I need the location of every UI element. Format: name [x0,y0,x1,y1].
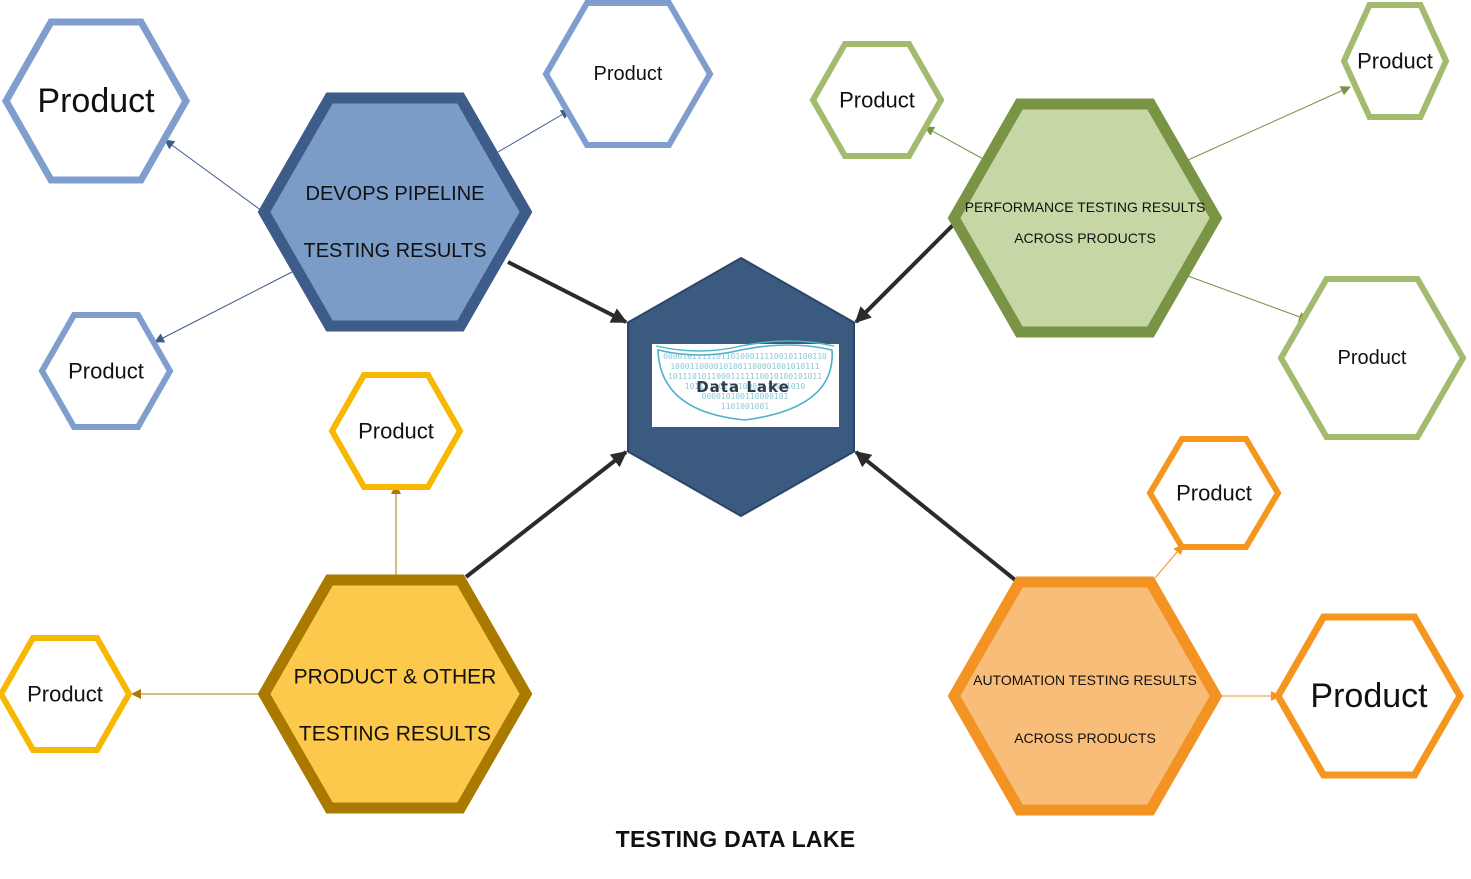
arrow-product-other-to-data-lake [464,450,628,579]
product-hexagon [1277,276,1467,440]
arrow-automation-to-data-lake [854,450,1021,585]
connector-devops-product [164,139,263,212]
hub-label: PERFORMANCE TESTING RESULTS [965,199,1206,215]
hub-hexagon [947,576,1223,816]
connector-devops-product [497,109,571,153]
product-hexagon [0,635,133,753]
logo-background [652,344,839,427]
hub-hexagon [257,92,533,332]
hub-label: DEVOPS PIPELINE [306,183,485,205]
connector-performance-product [924,126,986,161]
product-label: Product [594,63,663,85]
binary-line: 10111010110001111110010100101011 [668,372,822,381]
binary-line: 1011111011010001111001010 [685,382,806,391]
connector-performance-product [1187,275,1309,322]
product-label: Product [839,88,915,113]
hub-label: PRODUCT & OTHER [294,666,497,689]
hub-label: ACROSS PRODUCTS [1014,730,1156,746]
binary-line: 000010100110000101 [702,392,789,401]
hub-label: ACROSS PRODUCTS [1014,230,1156,246]
hub-label: TESTING RESULTS [299,723,491,746]
water-wave [655,340,835,352]
data-lake-logo: 0000101111101101000111100101100110100011… [652,340,839,427]
product-label: Product [1176,481,1252,506]
binary-line: 1000110000101001100001001010111 [670,362,819,371]
product-hexagon [1,18,191,184]
hub-label: AUTOMATION TESTING RESULTS [973,672,1197,688]
products-layer: ProductProductProductProductProductProdu… [0,0,1467,779]
hub-devops: DEVOPS PIPELINE TESTING RESULTS [257,92,533,332]
bowl-outline [657,344,833,421]
product-node: Product [809,41,945,159]
product-label: Product [358,419,434,444]
product-label: Product [27,682,103,707]
product-node: Product [0,635,133,753]
binary-line: 0000101111101101000111100101100110 [663,352,827,361]
product-hexagon [1273,613,1465,779]
product-node: Product [38,312,174,430]
connector-devops-product [154,271,293,343]
binary-line: 1101001001 [721,402,769,411]
product-node: Product [328,372,464,490]
product-hexagon [38,312,174,430]
product-node: Product [542,0,714,148]
product-node: Product [1,18,191,184]
hubs-layer: DEVOPS PIPELINE TESTING RESULTS PERFORMANC… [257,92,1223,816]
product-hexagon [809,41,945,159]
data-lake-title: Data Lake [696,378,790,396]
connector-automation-product [1154,544,1184,579]
hub-hexagon [257,574,533,814]
center-node: 0000101111101101000111100101100110100011… [627,256,855,518]
hub-product-other: PRODUCT & OTHER TESTING RESULTS [257,574,533,814]
product-hexagon [1340,2,1450,120]
hub-label: TESTING RESULTS [304,240,487,262]
product-label: Product [37,82,155,120]
hub-automation: AUTOMATION TESTING RESULTS ACROSS PRODUCT… [947,576,1223,816]
product-hexagon [328,372,464,490]
product-label: Product [68,359,144,384]
product-label: Product [1338,347,1407,369]
hub-performance: PERFORMANCE TESTING RESULTS ACROSS PRODUC… [947,98,1223,338]
binary-pattern: 0000101111101101000111100101100110100011… [663,352,827,411]
product-node: Product [1146,436,1282,550]
product-hexagon [1146,436,1282,550]
main-arrows [464,218,1021,585]
diagram-caption: TESTING DATA LAKE [615,826,856,852]
hub-hexagon [947,98,1223,338]
product-label: Product [1357,49,1433,74]
arrow-performance-to-data-lake [854,218,960,324]
product-label: Product [1310,677,1428,715]
product-node: Product [1277,276,1467,440]
product-hexagon [542,0,714,148]
connector-performance-product [1187,86,1351,161]
product-node: Product [1340,2,1450,120]
connectors [131,86,1351,701]
arrow-devops-to-data-lake [507,260,628,324]
product-node: Product [1273,613,1465,779]
